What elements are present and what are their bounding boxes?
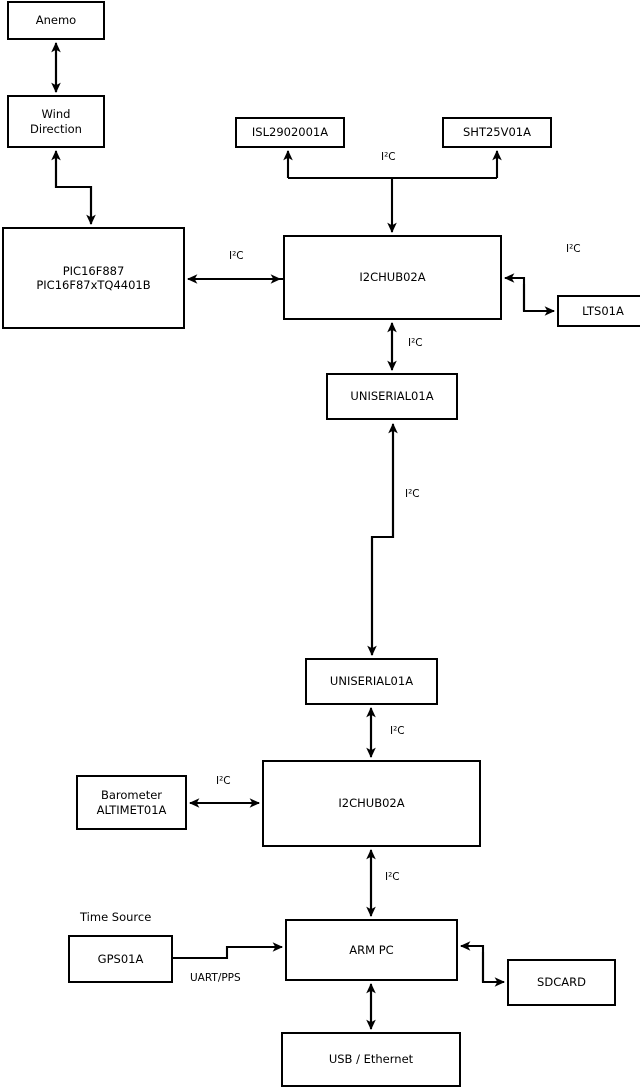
node-uniserial01a-top[interactable]: UNISERIAL01A: [326, 373, 458, 420]
node-label-usb-ethernet: USB / Ethernet: [328, 1052, 414, 1067]
wire-wind-pic: [54, 157, 96, 226]
node-label-lts01a: LTS01A: [582, 303, 624, 318]
node-sht25v01a[interactable]: SHT25V01A: [442, 117, 552, 148]
node-arm-pc[interactable]: ARM PC: [285, 919, 458, 981]
wire-gps-armpc: [173, 942, 284, 960]
edge-label-uniserial-link: I²C: [404, 488, 421, 500]
label-time-source: Time Source: [80, 910, 152, 924]
node-i2chub02a-top[interactable]: I2CHUB02A: [283, 235, 502, 320]
node-label-gps01a: GPS01A: [97, 951, 144, 966]
edge-label-pic-hub: I²C: [228, 250, 245, 262]
wire-sdcard-armpc: [459, 941, 485, 982]
node-label-sdcard: SDCARD: [537, 975, 586, 990]
node-uniserial01a-bottom[interactable]: UNISERIAL01A: [305, 658, 438, 705]
node-lts01a[interactable]: LTS01A: [557, 295, 640, 327]
node-isl2902001a[interactable]: ISL2902001A: [235, 117, 345, 148]
node-usb-ethernet[interactable]: USB / Ethernet: [281, 1032, 461, 1087]
node-label-isl2902001a: ISL2902001A: [251, 125, 329, 140]
wire-lts-hubtop: [503, 273, 526, 311]
node-label-anemo: Anemo: [35, 13, 77, 28]
node-gps01a[interactable]: GPS01A: [68, 935, 173, 983]
node-label-uniserial01a-top: UNISERIAL01A: [350, 389, 434, 404]
edge-label-barometer-hub: I²C: [215, 775, 232, 787]
edge-label-hubbottom-armpc: I²C: [384, 871, 401, 883]
wire-armpc-sdcard: [481, 952, 506, 987]
node-label-arm-pc: ARM PC: [349, 942, 394, 957]
node-label-uniserial01a-bottom: UNISERIAL01A: [329, 674, 414, 689]
edge-label-hub-lts: I²C: [565, 243, 582, 255]
edge-label-uniserial-hubbottom: I²C: [389, 725, 406, 737]
node-anemo[interactable]: Anemo: [7, 1, 105, 40]
node-sdcard[interactable]: SDCARD: [507, 959, 616, 1006]
node-i2chub02a-bottom[interactable]: I2CHUB02A: [262, 760, 481, 847]
node-label-i2chub02a-bottom: I2CHUB02A: [338, 796, 405, 811]
edge-label-gps-armpc: UART/PPS: [189, 972, 242, 984]
wire-uniserialbot-uniserialtop: [370, 422, 398, 655]
wire-uniserialtop-uniserialbot: [367, 430, 395, 657]
node-label-i2chub02a-top: I2CHUB02A: [359, 270, 426, 285]
edge-label-hub-uniserial: I²C: [407, 337, 424, 349]
node-label-sht25v01a: SHT25V01A: [463, 125, 531, 140]
edge-label-hub-sensors: I²C: [380, 151, 397, 163]
wire-hubtop-lts: [522, 284, 556, 316]
